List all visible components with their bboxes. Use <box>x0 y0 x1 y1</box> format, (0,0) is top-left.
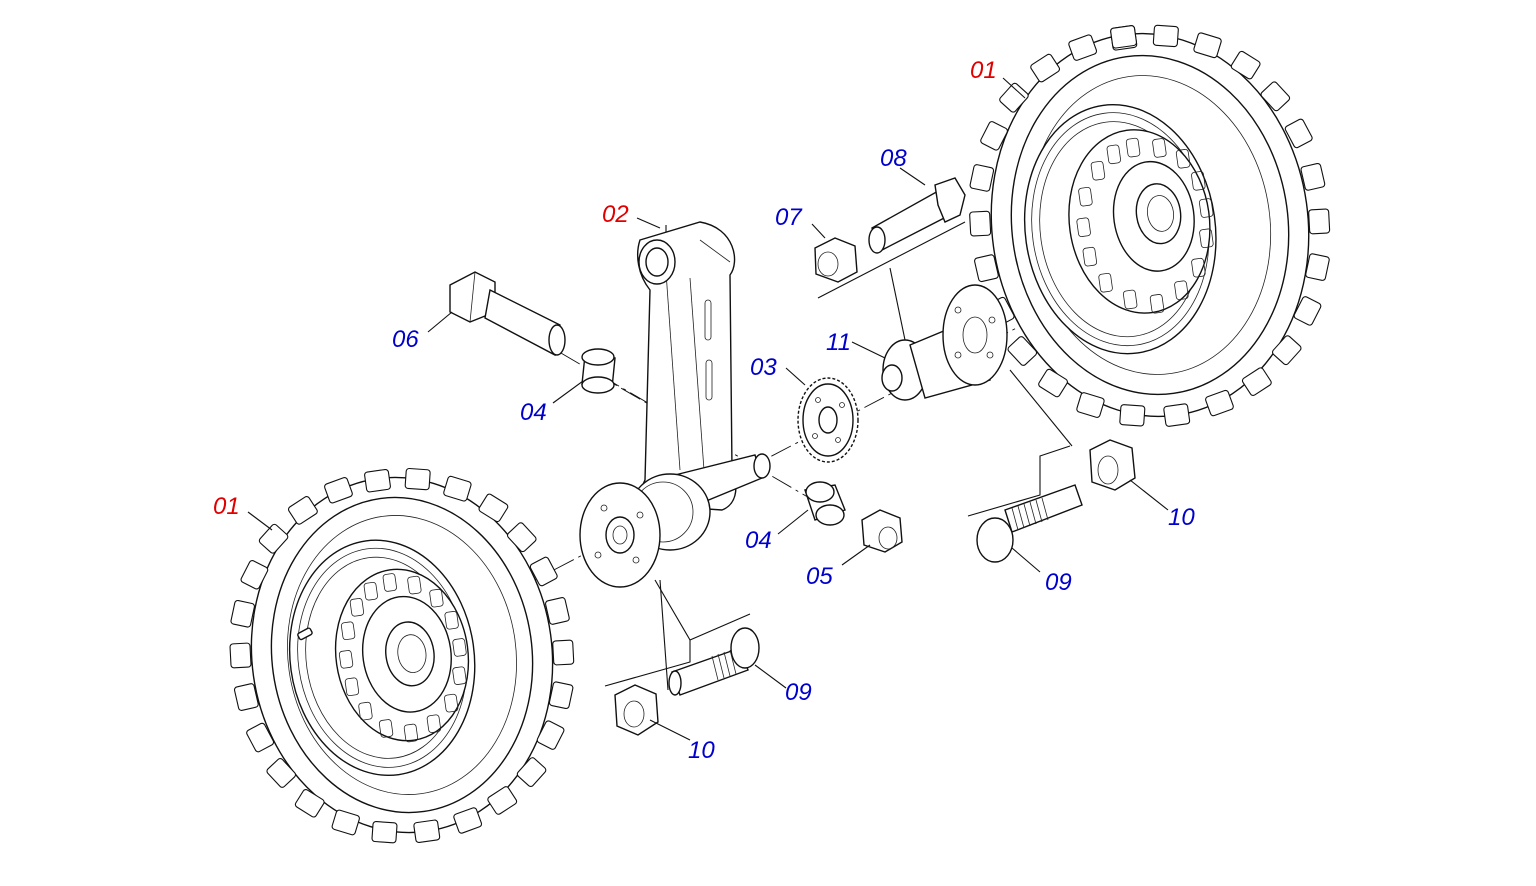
label-09-stud-left: 09 <box>785 679 812 706</box>
nut-10-right <box>1089 439 1136 491</box>
label-06-bolt: 06 <box>392 326 419 353</box>
wheel-right <box>969 24 1331 427</box>
label-04-spacer-lower: 04 <box>745 527 772 554</box>
label-01-wheel-right: 01 <box>970 57 997 84</box>
label-08-bolt: 08 <box>880 145 907 172</box>
label-04-spacer-upper: 04 <box>520 399 547 426</box>
assembly-brackets <box>604 221 1073 691</box>
label-01-wheel-left: 01 <box>213 493 240 520</box>
wheel-left <box>229 467 575 844</box>
label-02-arm: 02 <box>602 201 629 228</box>
swing-arm <box>629 221 771 551</box>
nut-05 <box>861 509 903 553</box>
bolt-06 <box>449 271 566 357</box>
bolt-08 <box>868 177 966 254</box>
spacer-04-upper <box>581 348 616 394</box>
label-10-nut-right: 10 <box>1168 504 1195 531</box>
sprocket-03 <box>797 377 859 463</box>
label-03-sprocket: 03 <box>750 354 777 381</box>
stud-09-left <box>668 627 760 696</box>
label-10-nut-left: 10 <box>688 737 715 764</box>
label-05-nut: 05 <box>806 563 833 590</box>
tread-pattern-left <box>229 467 575 844</box>
leader-lines <box>247 77 1169 741</box>
hub-11 <box>881 284 1008 401</box>
label-11-hub: 11 <box>826 329 851 356</box>
tread-pattern-right <box>969 24 1331 427</box>
spacer-04-lower <box>804 481 846 526</box>
stud-09-right <box>976 484 1083 563</box>
label-09-stud-right: 09 <box>1045 569 1072 596</box>
nut-07 <box>814 237 858 283</box>
flange-lower <box>579 482 661 588</box>
label-07-nut: 07 <box>775 204 803 231</box>
nut-10-left <box>614 684 659 736</box>
